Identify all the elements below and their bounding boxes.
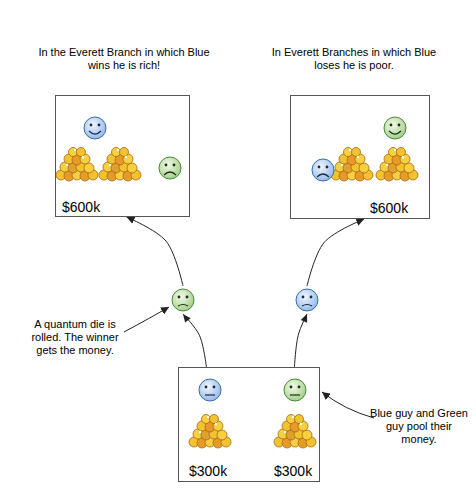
note-text: A quantum die is rolled. The winner gets… [20,318,130,357]
branch-arrow [127,217,207,367]
branch-heading: In the Everett Branch in which Blue wins… [34,46,214,72]
green-face-sad [159,157,181,179]
branch-box: In Everett Branches in which Blue loses … [290,95,430,219]
leader-line [322,392,374,418]
branch-box: $300k$300k [178,367,320,482]
branch-heading: In Everett Branches in which Blue loses … [264,46,444,72]
money-amount: $600k [62,199,132,215]
branch-arrow [294,219,364,367]
blue-face-neutral [199,379,221,401]
arrow-head [183,314,191,322]
blue-face-worried [296,289,318,311]
leader-line [124,307,169,332]
gold-pile [274,415,316,449]
gold-pile [99,148,141,182]
note-text: Blue guy and Green guy pool their money. [370,407,468,446]
blue-face-happy [84,117,106,139]
branch-box: In the Everett Branch in which Blue wins… [55,95,190,217]
gold-pile [331,148,373,182]
gold-pile [376,148,418,182]
connector-layer [127,217,365,367]
arrow-head [301,314,307,323]
gold-pile [189,415,231,449]
green-face-worried [172,289,194,311]
gold-pile [56,148,98,182]
money-amount: $600k [370,200,440,216]
money-amount: $300k [274,463,334,479]
money-amount: $300k [189,463,249,479]
green-face-happy [384,117,406,139]
blue-face-sad [312,159,334,181]
green-face-neutral [284,379,306,401]
